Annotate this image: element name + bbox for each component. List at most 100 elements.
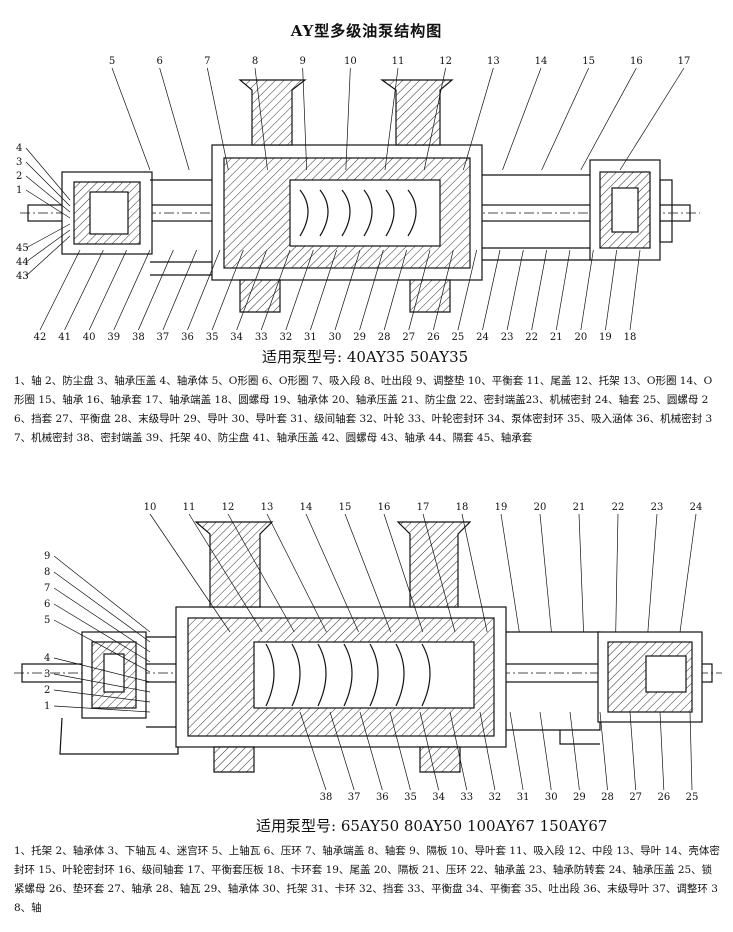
leader-line [689, 711, 693, 791]
models-label-1: 适用泵型号: 40AY35 50AY35 [262, 348, 469, 366]
callout-39: 39 [107, 332, 120, 343]
leader-line [569, 711, 580, 791]
callout-25: 25 [686, 792, 699, 803]
callout-13: 13 [487, 56, 500, 67]
leader-line [539, 711, 552, 791]
leader-line [206, 67, 229, 171]
leader-line [462, 67, 494, 171]
callout-33: 33 [255, 332, 268, 343]
leader-line [25, 229, 71, 263]
callout-35: 35 [206, 332, 219, 343]
leader-line [266, 513, 327, 633]
leader-line [479, 711, 496, 791]
callout-40: 40 [83, 332, 96, 343]
leader-line [345, 67, 351, 171]
leader-line [619, 67, 685, 171]
leader-line [187, 249, 221, 331]
callout-6: 6 [44, 599, 50, 610]
leader-line [629, 711, 637, 791]
callout-20: 20 [574, 332, 587, 343]
leader-line [605, 249, 618, 331]
callout-24: 24 [690, 502, 703, 513]
callout-26: 26 [427, 332, 440, 343]
callout-2: 2 [16, 171, 22, 182]
callout-36: 36 [181, 332, 194, 343]
leader-line [299, 711, 327, 791]
page-title: AY型多级油泵结构图 [290, 22, 443, 40]
callout-35: 35 [404, 792, 417, 803]
callout-22: 22 [525, 332, 538, 343]
callout-11: 11 [392, 56, 405, 67]
callout-8: 8 [252, 56, 258, 67]
leader-line [422, 513, 456, 633]
callout-21: 21 [573, 502, 586, 513]
callout-9: 9 [44, 551, 50, 562]
callout-27: 27 [629, 792, 642, 803]
leader-line [25, 189, 71, 219]
leader-line [25, 147, 71, 201]
callout-6: 6 [156, 56, 162, 67]
leader-line [211, 249, 244, 331]
callout-29: 29 [353, 332, 366, 343]
leader-line [329, 711, 355, 791]
callout-28: 28 [378, 332, 391, 343]
leader-line [310, 249, 337, 331]
leader-line [531, 249, 548, 331]
leader-line [302, 67, 308, 171]
leader-line [25, 175, 71, 213]
callout-25: 25 [452, 332, 465, 343]
callout-28: 28 [601, 792, 614, 803]
callout-18: 18 [456, 502, 469, 513]
leader-line [305, 513, 359, 633]
callout-14: 14 [300, 502, 313, 513]
callout-42: 42 [34, 332, 47, 343]
callout-17: 17 [678, 56, 691, 67]
callout-24: 24 [476, 332, 489, 343]
leader-line [138, 249, 174, 331]
callout-3: 3 [44, 669, 50, 680]
callout-14: 14 [535, 56, 548, 67]
leader-line [432, 249, 454, 331]
callout-2: 2 [44, 685, 50, 696]
leader-line [334, 249, 361, 331]
leader-line [88, 249, 127, 331]
leader-line [389, 711, 411, 791]
callout-45: 45 [16, 243, 29, 254]
leader-line [53, 619, 151, 673]
leader-line [539, 513, 552, 633]
callout-30: 30 [329, 332, 342, 343]
callout-5: 5 [109, 56, 115, 67]
models-label-2: 适用泵型号: 65AY50 80AY50 100AY67 150AY67 [256, 817, 608, 835]
callout-1: 1 [16, 185, 22, 196]
callout-8: 8 [44, 567, 50, 578]
leader-line [383, 249, 408, 331]
callout-4: 4 [44, 653, 50, 664]
leader-line [509, 711, 524, 791]
callout-17: 17 [417, 502, 430, 513]
leader-line [25, 223, 71, 249]
callout-16: 16 [630, 56, 643, 67]
leader-line [647, 513, 658, 633]
leader-line [359, 711, 383, 791]
callout-12: 12 [439, 56, 452, 67]
callout-5: 5 [44, 615, 50, 626]
callout-23: 23 [651, 502, 664, 513]
leader-line [555, 249, 571, 331]
callout-41: 41 [58, 332, 71, 343]
callout-27: 27 [402, 332, 415, 343]
leader-line [629, 249, 641, 331]
leader-line [149, 513, 231, 633]
leader-line [39, 249, 81, 331]
leader-line [53, 705, 151, 713]
callout-15: 15 [582, 56, 595, 67]
leader-line [500, 513, 520, 633]
leader-line [53, 587, 151, 653]
leader-line [506, 249, 524, 331]
leader-line [580, 67, 637, 171]
callout-43: 43 [16, 271, 29, 282]
leader-line [64, 249, 104, 331]
leader-line [419, 711, 439, 791]
leader-line [236, 249, 267, 331]
